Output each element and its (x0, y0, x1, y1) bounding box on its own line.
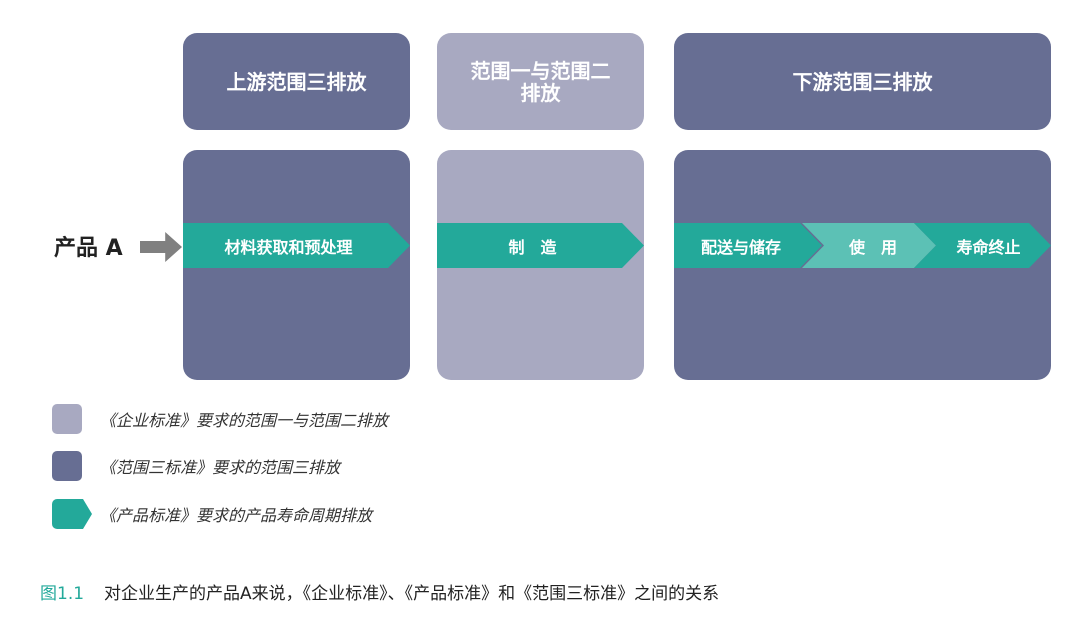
legend-text-scope3: 《范围三标准》要求的范围三排放 (100, 458, 341, 477)
legend-swatch-product-arrow-icon (52, 499, 92, 529)
header-downstream-scope3: 下游范围三排放 (674, 33, 1051, 130)
stage-label: 使 用 (848, 237, 897, 257)
figure-caption: 图1.1 对企业生产的产品A来说，《企业标准》、《产品标准》和《范围三标准》之间… (40, 577, 719, 605)
header-scope12-line1: 范围一与范围二 (470, 58, 611, 83)
legend-swatch-scope3 (52, 451, 82, 481)
stage-use: 使 用 (802, 223, 936, 268)
stage-manufacturing: 制 造 (437, 223, 644, 268)
header-upstream-scope3: 上游范围三排放 (183, 33, 410, 130)
stage-label: 制 造 (508, 237, 557, 257)
figure-number: 图1.1 (40, 583, 85, 604)
header-upstream-label: 上游范围三排放 (226, 69, 367, 94)
stage-end-of-life: 寿命终止 (914, 223, 1051, 268)
stage-label: 材料获取和预处理 (224, 237, 353, 257)
stage-label: 配送与储存 (700, 237, 781, 257)
stage-material-acquisition: 材料获取和预处理 (183, 223, 410, 268)
stage-distribution-storage: 配送与储存 (674, 223, 822, 268)
stage-label: 寿命终止 (956, 237, 1021, 257)
product-arrow-icon (140, 232, 182, 262)
caption-text: 对企业生产的产品A来说，《企业标准》、《产品标准》和《范围三标准》之间的关系 (104, 583, 720, 604)
product-label: 产品 A (54, 236, 123, 261)
header-downstream-label: 下游范围三排放 (792, 69, 933, 94)
header-scope1-2: 范围一与范围二 排放 (437, 33, 644, 130)
legend-text-product: 《产品标准》要求的产品寿命周期排放 (100, 506, 373, 525)
header-scope12-line2: 排放 (520, 80, 561, 105)
legend-text-scope12: 《企业标准》要求的范围一与范围二排放 (100, 411, 389, 430)
legend-swatch-scope12 (52, 404, 82, 434)
